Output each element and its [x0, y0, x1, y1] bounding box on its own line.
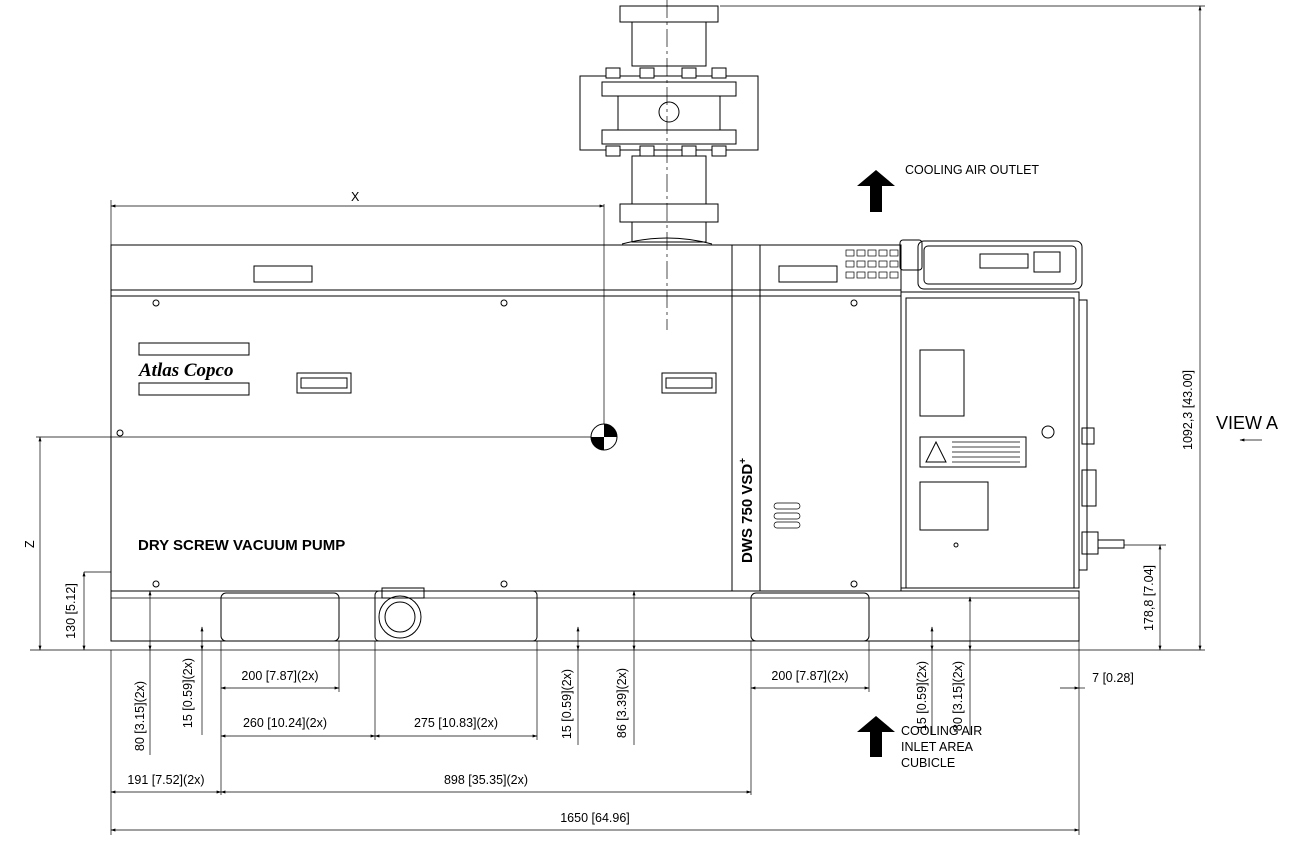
dim-foot-spacing-275: 275 [10.83](2x) — [414, 716, 498, 730]
dim-foot-height-left: 80 [3.15](2x) — [133, 681, 147, 751]
dim-foot-height-86: 86 [3.39](2x) — [615, 668, 629, 738]
dim-overall-length: 1650 [64.96] — [560, 811, 630, 825]
dim-foot-span-898: 898 [35.35](2x) — [444, 773, 528, 787]
outlet-port — [378, 587, 425, 639]
dim-base-height: 130 [5.12] — [64, 583, 78, 639]
vent-grille — [845, 249, 899, 279]
z-dimension-label: Z — [23, 540, 37, 548]
base-frame — [110, 587, 1080, 642]
inlet-flange-assembly — [579, 0, 759, 330]
dim-edge-offset: 7 [0.28] — [1092, 671, 1134, 685]
airflow-arrow-inlet — [857, 716, 895, 757]
dim-foot-offset-left: 15 [0.59](2x) — [181, 658, 195, 728]
x-dimension-label: X — [351, 190, 360, 204]
warning-label — [919, 436, 1027, 468]
pump-housing: Atlas Copco DRY SCREW VACUUM PUMP DWS 75… — [110, 244, 902, 592]
dim-foot-width-left: 200 [7.87](2x) — [241, 669, 318, 683]
center-of-gravity — [36, 204, 618, 451]
svg-text:DWS 750 VSD+: DWS 750 VSD+ — [738, 458, 756, 563]
dim-foot-offset-mid: 15 [0.59](2x) — [560, 669, 574, 739]
dim-foot-spacing-260: 260 [10.24](2x) — [243, 716, 327, 730]
view-a-label: VIEW A — [1216, 413, 1278, 433]
atlas-copco-logo: Atlas Copco — [138, 342, 250, 396]
dim-outlet-height: 178,8 [7.04] — [1142, 565, 1156, 631]
dimension-lines — [30, 5, 1262, 835]
cooling-air-inlet-label-3: CUBICLE — [901, 756, 955, 770]
dim-foot-height-right: 80 [3.15](2x) — [951, 661, 965, 731]
controller-display — [899, 239, 1083, 290]
dim-foot-width-right: 200 [7.87](2x) — [771, 669, 848, 683]
dim-left-offset-191: 191 [7.52](2x) — [127, 773, 204, 787]
control-cubicle — [899, 239, 1125, 589]
model-label: DWS 750 VSD+ — [738, 458, 756, 563]
dim-foot-offset-right: 15 [0.59](2x) — [915, 661, 929, 731]
cooling-air-outlet-label: COOLING AIR OUTLET — [905, 163, 1039, 177]
product-title: DRY SCREW VACUUM PUMP — [138, 537, 345, 554]
airflow-arrow-outlet — [857, 170, 895, 212]
brand-logo-text: Atlas Copco — [138, 360, 233, 381]
cooling-air-inlet-label-1: COOLING AIR — [901, 724, 982, 738]
dim-overall-height: 1092,3 [43.00] — [1181, 370, 1195, 450]
cooling-air-inlet-label-2: INLET AREA — [901, 740, 974, 754]
